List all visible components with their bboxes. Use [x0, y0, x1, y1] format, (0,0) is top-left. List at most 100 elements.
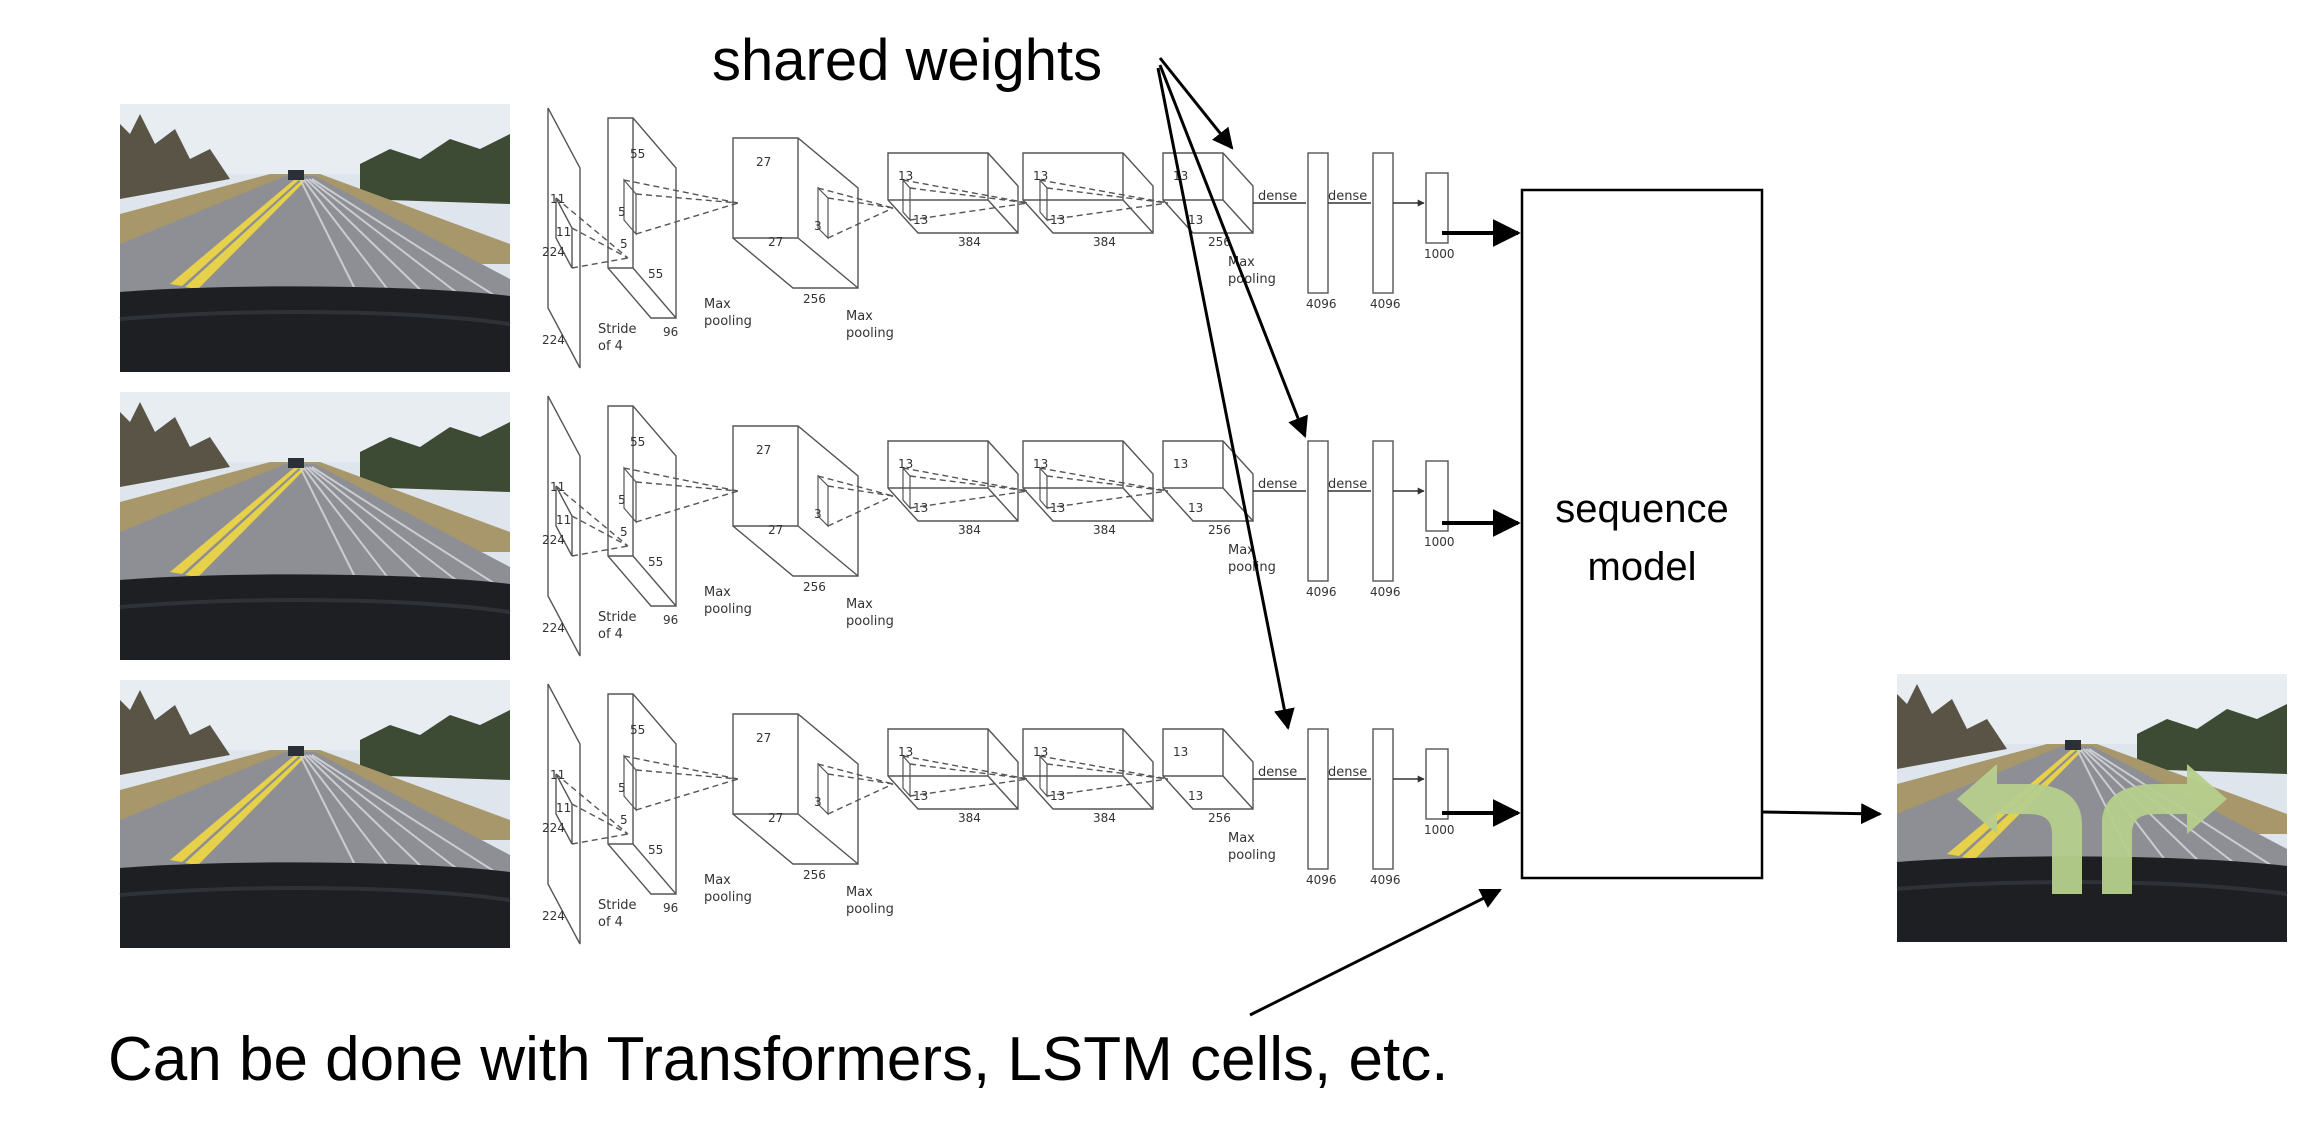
turn-arrows-icon	[1957, 764, 2227, 894]
max-pooling-label: pooling	[846, 902, 894, 917]
max-pooling-label: Max	[704, 585, 731, 600]
input-size-label: 224	[542, 533, 565, 547]
conv2-size-label: 27	[768, 235, 783, 249]
fc-size-label: 4096	[1370, 585, 1401, 599]
input-size-label: 224	[542, 621, 565, 635]
kernel-size-label: 11	[556, 225, 571, 239]
max-pooling-label: Max	[846, 885, 873, 900]
fc-size-label: 1000	[1424, 823, 1455, 837]
sequence-model-label-line1: sequence	[1555, 487, 1728, 531]
input-frame-1	[118, 102, 512, 374]
conv5-size-label: 13	[1173, 457, 1188, 471]
conv3-kernel-label: 3	[814, 219, 822, 233]
conv4-depth-label: 384	[1093, 523, 1116, 537]
fc-size-label: 1000	[1424, 247, 1455, 261]
conv2-size-label: 27	[768, 811, 783, 825]
sequence-to-output-arrow	[1761, 803, 1883, 825]
input-size-label: 224	[542, 909, 565, 923]
shared-weights-arrow-3	[1156, 67, 1295, 731]
dense-label: dense	[1328, 477, 1367, 492]
conv5-size-label: 13	[1188, 501, 1203, 515]
max-pooling-label: Max	[704, 873, 731, 888]
max-pooling-label: Max	[1228, 543, 1255, 558]
conv1-depth-label: 96	[663, 325, 678, 339]
kernel-size-label: 11	[556, 801, 571, 815]
stride-label: of 4	[598, 339, 623, 354]
conv1-size-label: 55	[630, 147, 645, 161]
conv5-size-label: 13	[1188, 789, 1203, 803]
conv2-size-label: 27	[756, 443, 771, 457]
max-pooling-label: pooling	[1228, 848, 1276, 863]
sequence-model-label-line2: model	[1588, 545, 1697, 589]
conv3-size-label: 13	[898, 457, 913, 471]
conv1-depth-label: 96	[663, 901, 678, 915]
conv2-size-label: 27	[756, 731, 771, 745]
conv1-size-label: 55	[648, 267, 663, 281]
conv5-size-label: 13	[1173, 745, 1188, 759]
stride-label: Stride	[598, 322, 637, 337]
caption-to-sequence-arrow	[1249, 888, 1502, 1017]
conv4-size-label: 13	[1050, 213, 1065, 227]
conv4-size-label: 13	[1033, 169, 1048, 183]
conv5-size-label: 13	[1188, 213, 1203, 227]
max-pooling-label: pooling	[846, 326, 894, 341]
conv3-size-label: 13	[898, 745, 913, 759]
max-pooling-label: Max	[1228, 831, 1255, 846]
conv4-depth-label: 384	[1093, 811, 1116, 825]
shared-weights-caption: shared weights	[712, 28, 1102, 93]
max-pooling-label: Max	[846, 597, 873, 612]
dense-label: dense	[1258, 189, 1297, 204]
dense-label: dense	[1258, 477, 1297, 492]
conv3-depth-label: 384	[958, 235, 981, 249]
dense-label: dense	[1258, 765, 1297, 780]
conv4-size-label: 13	[1050, 789, 1065, 803]
conv3-size-label: 13	[913, 789, 928, 803]
conv2-size-label: 27	[768, 523, 783, 537]
conv2-depth-label: 256	[803, 292, 826, 306]
kernel-size-label: 11	[550, 480, 565, 494]
stride-label: Stride	[598, 610, 637, 625]
input-size-label: 224	[542, 821, 565, 835]
shared-weights-arrow-1	[1158, 57, 1234, 150]
conv2-kernel-label: 5	[620, 237, 628, 251]
conv4-size-label: 13	[1033, 457, 1048, 471]
input-size-label: 224	[542, 245, 565, 259]
conv1-size-label: 55	[648, 555, 663, 569]
conv2-size-label: 27	[756, 155, 771, 169]
fc-size-label: 4096	[1306, 873, 1337, 887]
conv2-kernel-label: 5	[620, 525, 628, 539]
fc-size-label: 4096	[1370, 873, 1401, 887]
conv1-size-label: 55	[648, 843, 663, 857]
stride-label: of 4	[598, 627, 623, 642]
conv3-depth-label: 384	[958, 811, 981, 825]
conv5-depth-label: 256	[1208, 811, 1231, 825]
conv2-kernel-label: 5	[618, 493, 626, 507]
conv4-size-label: 13	[1050, 501, 1065, 515]
conv3-kernel-label: 3	[814, 795, 822, 809]
dense-label: dense	[1328, 765, 1367, 780]
sequence-model-box	[1520, 188, 1764, 880]
fc-size-label: 4096	[1306, 585, 1337, 599]
conv2-depth-label: 256	[803, 580, 826, 594]
max-pooling-label: Max	[704, 297, 731, 312]
stride-label: Stride	[598, 898, 637, 913]
conv3-size-label: 13	[913, 501, 928, 515]
max-pooling-label: pooling	[1228, 272, 1276, 287]
conv4-depth-label: 384	[1093, 235, 1116, 249]
max-pooling-label: pooling	[704, 890, 752, 905]
max-pooling-label: Max	[846, 309, 873, 324]
max-pooling-label: pooling	[1228, 560, 1276, 575]
conv2-kernel-label: 5	[620, 813, 628, 827]
dense-label: dense	[1328, 189, 1367, 204]
conv1-depth-label: 96	[663, 613, 678, 627]
fc-size-label: 4096	[1306, 297, 1337, 311]
fc-size-label: 1000	[1424, 535, 1455, 549]
conv3-depth-label: 384	[958, 523, 981, 537]
conv3-size-label: 13	[913, 213, 928, 227]
bottom-caption: Can be done with Transformers, LSTM cell…	[108, 1025, 1448, 1094]
input-frame-2	[118, 390, 512, 662]
